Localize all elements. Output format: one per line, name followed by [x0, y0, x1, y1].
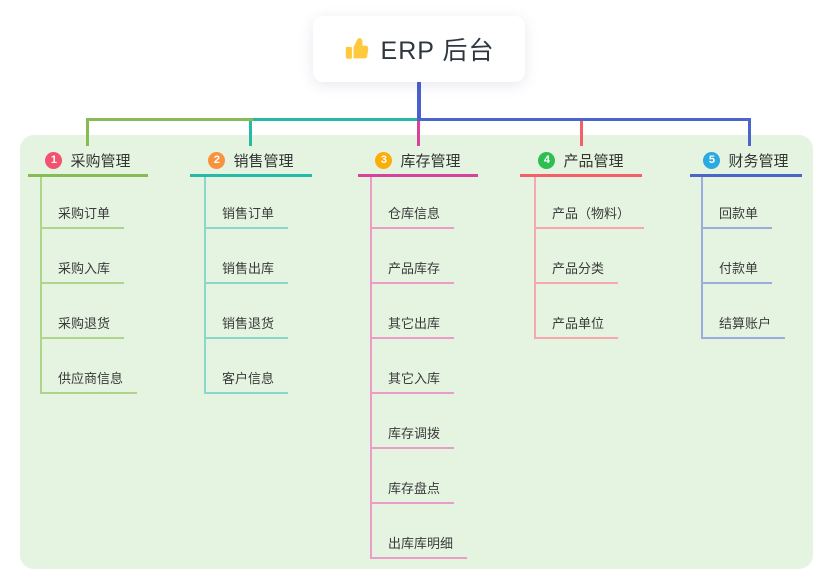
tree-node-label: 回款单	[719, 206, 759, 221]
branch-drop-line	[249, 121, 252, 146]
branch-children: 回款单付款单结算账户	[701, 177, 786, 339]
tree-node[interactable]: 产品分类	[536, 229, 619, 284]
connector-line	[86, 118, 253, 121]
branch-header[interactable]: 1 采购管理	[28, 146, 148, 177]
root-title: ERP 后台	[380, 37, 495, 65]
tree-node[interactable]: 产品单位	[536, 284, 619, 339]
branch-header[interactable]: 5 财务管理	[690, 146, 802, 177]
branch-title: 销售管理	[233, 152, 294, 170]
branch-header[interactable]: 2 销售管理	[190, 146, 312, 177]
branch-title: 产品管理	[563, 152, 624, 170]
tree-node-label: 客户信息	[222, 371, 275, 386]
branch-index-badge: 2	[208, 151, 226, 169]
root-stem-line	[417, 82, 421, 118]
root-node[interactable]: ERP 后台	[313, 16, 525, 82]
branch-index-badge: 1	[45, 151, 63, 169]
tree-node-label: 产品单位	[552, 316, 605, 331]
tree-node[interactable]: 销售订单	[206, 177, 289, 229]
tree-node[interactable]: 仓库信息	[372, 177, 455, 229]
tree-node-label: 库存盘点	[388, 481, 441, 496]
tree-node[interactable]: 产品（物料）	[536, 177, 645, 229]
tree-node-label: 库存调拨	[388, 426, 441, 441]
tree-node-label: 采购订单	[58, 206, 111, 221]
tree-node-label: 销售退货	[222, 316, 275, 331]
branch-drop-line	[86, 121, 89, 146]
tree-node[interactable]: 其它出库	[372, 284, 455, 339]
tree-node-label: 销售出库	[222, 261, 275, 276]
tree-node-label: 付款单	[719, 261, 759, 276]
branch-children: 采购订单采购入库采购退货供应商信息	[40, 177, 138, 394]
tree-node[interactable]: 库存调拨	[372, 394, 455, 449]
tree-node-label: 其它出库	[388, 316, 441, 331]
tree-node-label: 产品分类	[552, 261, 605, 276]
tree-node[interactable]: 供应商信息	[42, 339, 138, 394]
branch-index-badge: 4	[538, 151, 556, 169]
tree-node-label: 销售订单	[222, 206, 275, 221]
tree-node-label: 采购退货	[58, 316, 111, 331]
tree-node[interactable]: 库存盘点	[372, 449, 455, 504]
branch-children: 产品（物料） 产品分类产品单位	[534, 177, 645, 339]
tree-node[interactable]: 付款单	[703, 229, 773, 284]
thumbs-up-icon	[344, 36, 370, 62]
branch-children: 销售订单销售出库销售退货客户信息	[204, 177, 289, 394]
branch-drop-line	[580, 121, 583, 146]
tree-node[interactable]: 其它入库	[372, 339, 455, 394]
tree-node-label: 出库库明细	[388, 536, 454, 551]
mindmap-background-panel	[20, 135, 813, 569]
tree-node[interactable]: 客户信息	[206, 339, 289, 394]
tree-node-label: 仓库信息	[388, 206, 441, 221]
tree-node[interactable]: 出库库明细	[372, 504, 468, 559]
branch-header[interactable]: 3 库存管理	[358, 146, 478, 177]
branch-title: 采购管理	[70, 152, 131, 170]
connector-line	[249, 118, 417, 121]
tree-node-label: 供应商信息	[58, 371, 124, 386]
branch-title: 库存管理	[400, 152, 461, 170]
branch-title: 财务管理	[728, 152, 789, 170]
branch-index-badge: 5	[703, 151, 721, 169]
tree-node[interactable]: 采购退货	[42, 284, 125, 339]
branch-drop-line	[417, 121, 420, 146]
tree-node[interactable]: 采购订单	[42, 177, 125, 229]
branch-drop-line	[748, 121, 751, 146]
tree-node[interactable]: 结算账户	[703, 284, 786, 339]
tree-node[interactable]: 回款单	[703, 177, 773, 229]
tree-node[interactable]: 产品库存	[372, 229, 455, 284]
tree-node[interactable]: 采购入库	[42, 229, 125, 284]
tree-node-label: 其它入库	[388, 371, 441, 386]
tree-node-label: 产品（物料）	[552, 206, 631, 221]
connector-line	[417, 118, 751, 121]
branch-children: 仓库信息产品库存其它出库其它入库库存调拨库存盘点出库库明细	[370, 177, 468, 559]
branch-header[interactable]: 4 产品管理	[520, 146, 642, 177]
branch-index-badge: 3	[375, 151, 393, 169]
tree-node[interactable]: 销售退货	[206, 284, 289, 339]
tree-node-label: 产品库存	[388, 261, 441, 276]
tree-node-label: 采购入库	[58, 261, 111, 276]
tree-node[interactable]: 销售出库	[206, 229, 289, 284]
tree-node-label: 结算账户	[719, 316, 772, 331]
